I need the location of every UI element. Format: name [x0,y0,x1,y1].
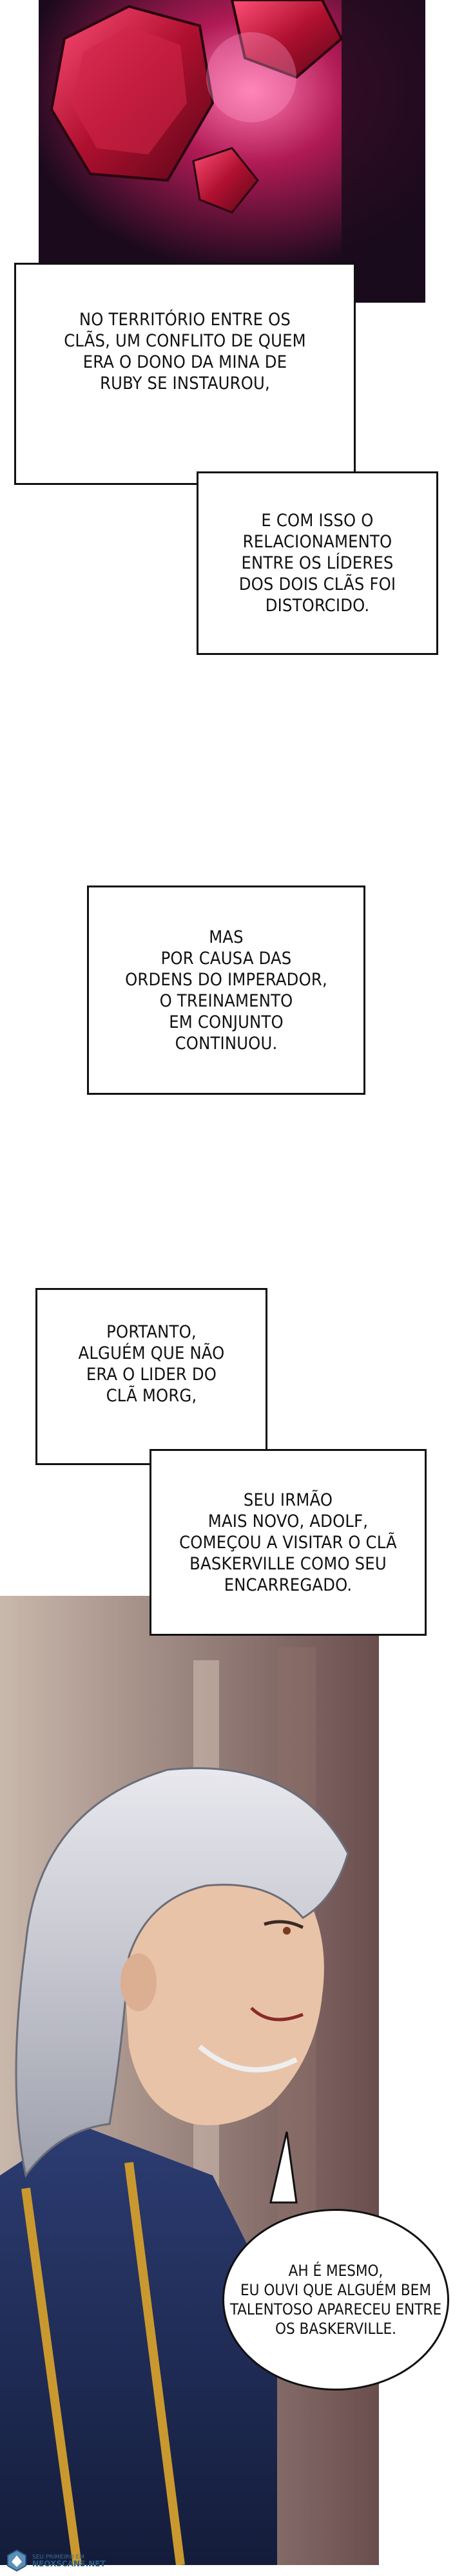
adolf-illustration [0,1596,379,2565]
watermark-line-1: SEU PRIMEIRO EM [32,2554,84,2561]
caption-box-4: PORTANTO, ALGUÉM QUE NÃO ERA O LIDER DO … [35,1288,267,1465]
speech-text: AH É MESMO, EU OUVI QUE ALGUÉM BEM TALEN… [229,2262,442,2338]
ruby-gems-illustration [39,0,425,303]
watermark-line-2: NEOXSCANS.NET [32,2559,106,2568]
watermark-logo-icon [7,2549,26,2572]
speech-bubble: AH É MESMO, EU OUVI QUE ALGUÉM BEM TALEN… [222,2209,449,2391]
adolf-panel [0,1596,379,2565]
speech-bubble-tail [269,2132,298,2204]
caption-text-2: E COM ISSO O RELACIONAMENTO ENTRE OS LÍD… [238,511,396,616]
caption-box-5: SEU IRMÃO MAIS NOVO, ADOLF, COMEÇOU A VI… [150,1449,427,1636]
silver-hair [15,1767,349,2178]
watermark: SEU PRIMEIRO EM NEOXSCANS.NET [5,2549,106,2572]
caption-box-2: E COM ISSO O RELACIONAMENTO ENTRE OS LÍD… [197,471,438,655]
caption-text-1: NO TERRITÓRIO ENTRE OS CLÃS, UM CONFLITO… [64,309,306,393]
ruby-gem-small [192,147,259,214]
ruby-gem-right [230,0,343,79]
caption-text-3: MAS POR CAUSA DAS ORDENS DO IMPERADOR, O… [125,927,327,1054]
ruby-panel [39,0,425,303]
caption-box-1: NO TERRITÓRIO ENTRE OS CLÃS, UM CONFLITO… [14,263,356,485]
caption-box-3: MAS POR CAUSA DAS ORDENS DO IMPERADOR, O… [87,886,365,1095]
caption-text-5: SEU IRMÃO MAIS NOVO, ADOLF, COMEÇOU A VI… [179,1490,397,1595]
caption-text-4: PORTANTO, ALGUÉM QUE NÃO ERA O LIDER DO … [78,1321,225,1406]
